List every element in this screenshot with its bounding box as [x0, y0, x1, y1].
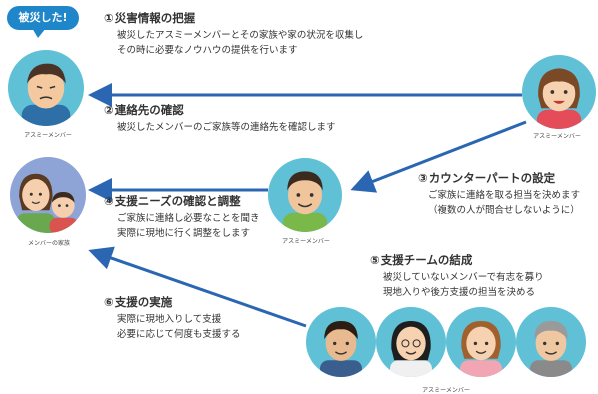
step-6: ⑥支援の実施 実際に現地入りして支援 必要に応じて何度も支援する	[104, 294, 241, 342]
victim-avatar	[8, 50, 84, 126]
team-member-3-avatar	[446, 307, 516, 377]
team-member-4-avatar	[516, 307, 586, 377]
step-1-line-2: その時に必要なノウハウの提供を行います	[117, 45, 298, 56]
step-3-title: ③カウンターパートの設定	[418, 171, 556, 185]
step-4-line-1: ご家族に連絡し必要なことを聞き	[117, 213, 260, 224]
step-5-line-1: 被災していないメンバーで有志を募り	[383, 272, 544, 283]
man-avatar	[268, 158, 342, 232]
step-1: ①災害情報の把握 被災したアスミーメンバーとその家族や家の状況を収集し その時に…	[104, 10, 363, 58]
team-caption: アスミーメンバー	[422, 387, 470, 394]
team-avatar	[306, 307, 586, 383]
arrow-to-counterpart	[350, 120, 527, 193]
step-3: ③カウンターパートの設定 ご家族に連絡を取る担当を決めます （複数の人が問合せし…	[418, 170, 580, 218]
step-4: ④支援ニーズの確認と調整 ご家族に連絡し必要なことを聞き 実際に現地に行く調整を…	[104, 193, 260, 241]
step-3-line-2: （複数の人が問合せしないように）	[428, 205, 580, 216]
step-4-line-2: 実際に現地に行く調整をします	[117, 228, 251, 239]
arrow-to-family-from-team	[88, 246, 307, 328]
step-4-title: ④支援ニーズの確認と調整	[104, 194, 241, 208]
disaster-badge: 被災した!	[7, 6, 79, 30]
victim-caption: アスミーメンバー	[24, 132, 72, 139]
step-5-line-2: 現地入りや後方支援の担当を決める	[383, 287, 536, 298]
step-5: ⑤支援チームの結成 被災していないメンバーで有志を募り 現地入りや後方支援の担当…	[370, 252, 544, 300]
step-1-line-1: 被災したアスミーメンバーとその家族や家の状況を収集し	[117, 30, 364, 41]
badge-pointer	[32, 28, 46, 38]
step-6-title: ⑥支援の実施	[104, 295, 173, 309]
step-5-title: ⑤支援チームの結成	[370, 253, 473, 267]
woman-avatar	[522, 55, 596, 129]
step-2-title: ②連絡先の確認	[104, 103, 184, 117]
step-6-line-2: 必要に応じて何度も支援する	[117, 329, 241, 340]
step-2-line-1: 被災したメンバーのご家族等の連絡先を確認します	[117, 122, 336, 133]
woman-caption: アスミーメンバー	[533, 133, 581, 140]
team-member-1-avatar	[306, 307, 376, 377]
step-6-line-1: 実際に現地入りして支援	[117, 314, 222, 325]
family-avatar	[10, 157, 86, 233]
step-2: ②連絡先の確認 被災したメンバーのご家族等の連絡先を確認します	[104, 102, 336, 135]
step-3-line-1: ご家族に連絡を取る担当を決めます	[428, 190, 581, 201]
man-caption: アスミーメンバー	[282, 238, 330, 245]
step-1-title: ①災害情報の把握	[104, 11, 196, 25]
team-member-2-avatar	[376, 307, 446, 377]
family-caption: メンバーの家族	[27, 240, 70, 247]
